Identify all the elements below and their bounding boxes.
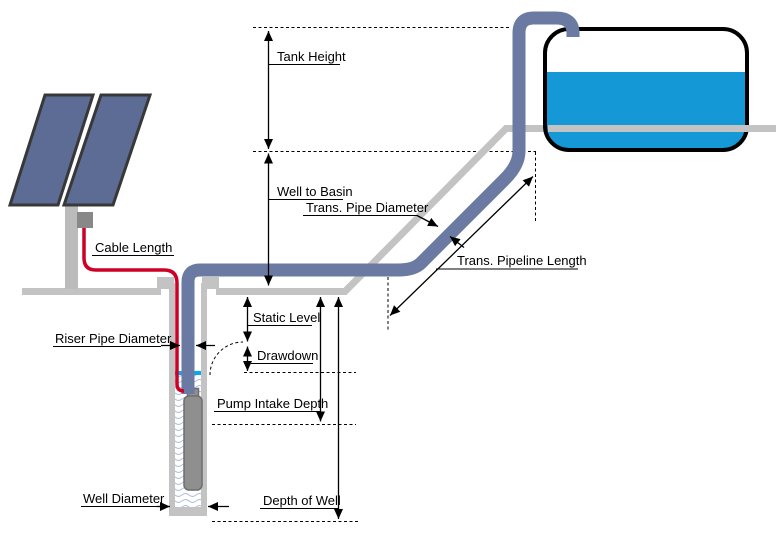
- label-drawdown: Drawdown: [257, 348, 318, 363]
- well-casing-bottom: [169, 507, 207, 516]
- power-cable: [82, 228, 185, 393]
- label-depth-of-well: Depth of Well: [263, 493, 341, 508]
- label-trans-pipeline-length: Trans. Pipeline Length: [457, 253, 587, 268]
- dim-pipe-diameter-upper-arrow: [416, 214, 439, 228]
- water-tank: [543, 27, 749, 152]
- well-casing-left: [169, 283, 175, 507]
- panel-divider: [60, 96, 99, 204]
- submersible-pump: [183, 395, 203, 491]
- panel-post: [65, 206, 78, 289]
- junction-box: [77, 212, 93, 228]
- label-tank-height: Tank Height: [277, 49, 346, 64]
- transmission-pipeline: [181, 11, 580, 394]
- tank-water: [545, 72, 747, 150]
- well-casing-right: [201, 283, 207, 507]
- ground-line-left: [22, 288, 161, 295]
- label-well-diameter: Well Diameter: [83, 491, 165, 506]
- label-cable-length: Cable Length: [95, 240, 172, 255]
- label-pump-intake-depth: Pump Intake Depth: [217, 396, 328, 411]
- label-well-to-basin: Well to Basin: [277, 184, 353, 199]
- dim-pipe-diameter-lower-arrow: [449, 235, 465, 249]
- drawdown-curve: [209, 341, 244, 376]
- solar-panel-left: [7, 93, 96, 207]
- label-trans-pipe-diameter: Trans. Pipe Diameter: [306, 200, 429, 215]
- solar-panel-right: [61, 93, 153, 207]
- label-riser-pipe-diameter: Riser Pipe Diameter: [55, 331, 172, 346]
- label-static-level: Static Level: [253, 310, 320, 325]
